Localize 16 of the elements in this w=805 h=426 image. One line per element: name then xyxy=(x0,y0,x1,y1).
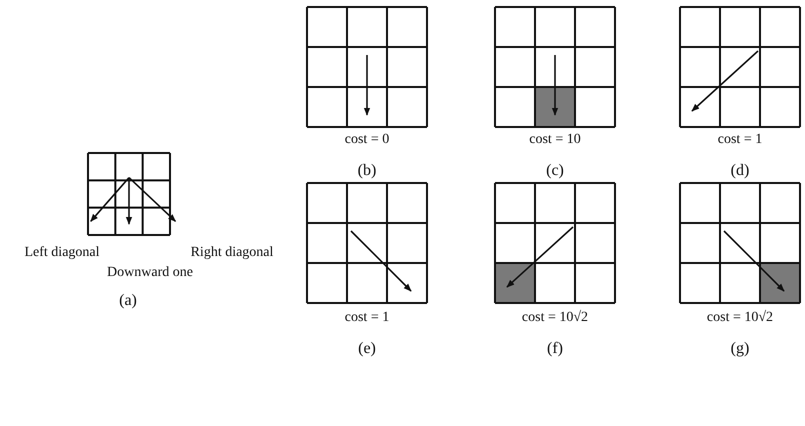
panel-label: (f) xyxy=(547,340,563,358)
panel-label: (c) xyxy=(546,162,564,180)
panel-label: (g) xyxy=(730,340,750,358)
cost-label: cost = 10√2 xyxy=(522,310,588,326)
panel-label: (b) xyxy=(358,162,376,180)
cost-label: cost = 10√2 xyxy=(706,310,774,326)
panel-label: (e) xyxy=(358,340,376,358)
cost-label: cost = 1 xyxy=(344,310,390,326)
cost-label: cost = 1 xyxy=(718,132,762,148)
direction-label: Downward one xyxy=(107,265,193,281)
direction-label: Left diagonal xyxy=(24,245,100,261)
cost-label: cost = 10 xyxy=(529,132,581,148)
panel-label: (d) xyxy=(730,162,750,180)
panel-label: (a) xyxy=(119,292,137,310)
cost-label: cost = 0 xyxy=(344,132,390,148)
direction-label: Right diagonal xyxy=(190,245,274,261)
